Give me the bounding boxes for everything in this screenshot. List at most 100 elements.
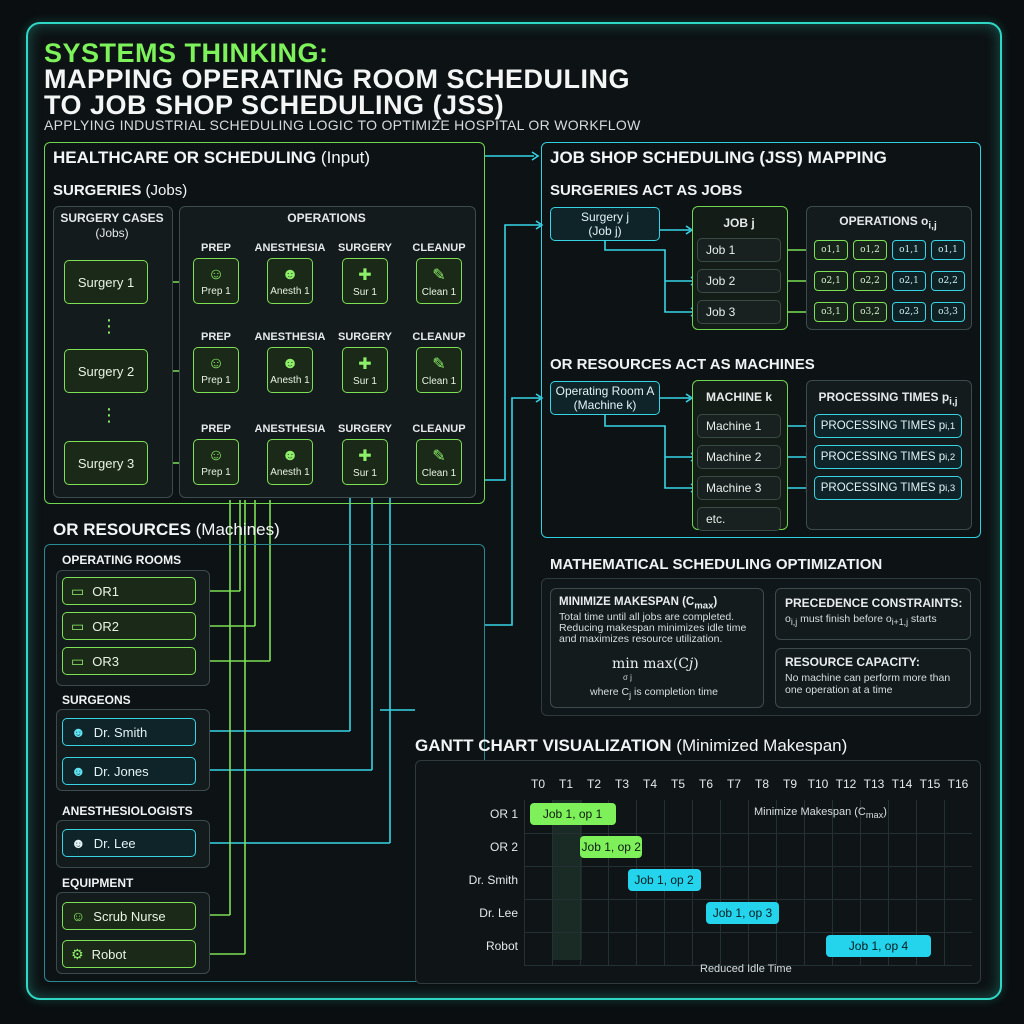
gantt-row-label: Dr. Lee	[479, 906, 518, 920]
surgery-case-2[interactable]: Surgery 2	[64, 349, 148, 393]
operation-tile[interactable]: ☻Anesth 1	[267, 258, 313, 304]
title-line-1: SYSTEMS THINKING:	[44, 38, 329, 68]
group-anesthesiologists: ANESTHESIOLOGISTS	[62, 804, 193, 818]
operation-cell[interactable]: o3,1	[814, 302, 848, 322]
gantt-tick: T7	[726, 777, 741, 791]
operation-tile[interactable]: ☺Prep 1	[193, 439, 239, 485]
gantt-tick: T10	[807, 777, 829, 791]
operation-cell[interactable]: o1,1	[892, 240, 926, 260]
bed-icon: ▭	[71, 652, 85, 669]
precedence-text: oi,j must finish before oi+1,j starts	[785, 613, 937, 628]
resource-robot[interactable]: ⚙Robot	[62, 940, 196, 968]
operation-cell[interactable]: o1,1	[931, 240, 965, 260]
operation-tile[interactable]: ✚Sur 1	[342, 258, 388, 304]
gantt-idle-label: Reduced Idle Time	[700, 963, 792, 975]
gantt-bar[interactable]: Job 1, op 2	[580, 836, 643, 858]
gantt-gridline	[916, 800, 917, 965]
machine-item[interactable]: Machine 3	[697, 476, 781, 500]
operation-cell[interactable]: o2,1	[814, 271, 848, 291]
anesthesia-icon: ☻	[281, 354, 299, 372]
operation-tile[interactable]: ☻Anesth 1	[267, 347, 313, 393]
group-surgeons: SURGEONS	[62, 693, 131, 707]
machine-item[interactable]: etc.	[697, 507, 781, 531]
gantt-bar[interactable]: Job 1, op 4	[826, 935, 931, 957]
subtitle: APPLYING INDUSTRIAL SCHEDULING LOGIC TO …	[44, 117, 641, 133]
gantt-gridline	[552, 800, 553, 965]
gantt-row-line	[524, 965, 972, 966]
gantt-tick: T2	[586, 777, 601, 791]
gantt-gridline	[944, 800, 945, 965]
operation-tile[interactable]: ✚Sur 1	[342, 439, 388, 485]
op-column-label: ANESTHESIA	[254, 242, 326, 254]
surgery-case-1[interactable]: Surgery 1	[64, 260, 148, 304]
gantt-tick: T9	[782, 777, 797, 791]
gantt-tick: T14	[891, 777, 913, 791]
title-line-2: MAPPING OPERATING ROOM SCHEDULING	[44, 64, 631, 94]
jss-mapping-panel	[541, 142, 981, 538]
resource-room[interactable]: ▭OR3	[62, 647, 196, 675]
makespan-title: MINIMIZE MAKESPAN (Cmax)	[559, 596, 718, 612]
robot-icon: ⚙	[71, 945, 84, 962]
idle-highlight	[552, 800, 582, 960]
resource-scrub-nurse[interactable]: ☺Scrub Nurse	[62, 902, 196, 930]
surgery-case-3[interactable]: Surgery 3	[64, 441, 148, 485]
job-item[interactable]: Job 1	[697, 238, 781, 262]
prep-icon: ☺	[207, 446, 225, 464]
gantt-tick: T13	[863, 777, 885, 791]
healthcare-panel	[44, 142, 485, 504]
operation-cell[interactable]: o1,2	[853, 240, 887, 260]
operation-cell[interactable]: o3,3	[931, 302, 965, 322]
gantt-row-label: Dr. Smith	[468, 873, 518, 887]
op-column-label: SURGERY	[338, 242, 392, 254]
operation-tile[interactable]: ✎Clean 1	[416, 258, 462, 304]
surgery-j-box[interactable]: Surgery j(Job j)	[550, 207, 660, 241]
resource-dr-lee[interactable]: ☻Dr. Lee	[62, 829, 196, 857]
operation-cell[interactable]: o2,2	[853, 271, 887, 291]
operation-cell[interactable]: o3,2	[853, 302, 887, 322]
bed-icon: ▭	[71, 582, 85, 599]
operation-tile[interactable]: ✎Clean 1	[416, 439, 462, 485]
resource-room[interactable]: ▭OR1	[62, 577, 196, 605]
job-item[interactable]: Job 2	[697, 269, 781, 293]
gantt-bar[interactable]: Job 1, op 2	[627, 869, 701, 891]
capacity-title: RESOURCE CAPACITY:	[785, 655, 920, 669]
resource-surgeon[interactable]: ☻Dr. Jones	[62, 757, 196, 785]
operating-room-a-box[interactable]: Operating Room A(Machine k)	[550, 381, 660, 415]
title-line-3: TO JOB SHOP SCHEDULING (JSS)	[44, 90, 505, 120]
operation-tile[interactable]: ☺Prep 1	[193, 347, 239, 393]
machine-item[interactable]: Machine 2	[697, 445, 781, 469]
operation-tile[interactable]: ☻Anesth 1	[267, 439, 313, 485]
nurse-icon: ☺	[71, 908, 86, 924]
gantt-tick: T8	[754, 777, 769, 791]
gantt-row-line	[524, 866, 972, 867]
operation-tile[interactable]: ☺Prep 1	[193, 258, 239, 304]
precedence-title: PRECEDENCE CONSTRAINTS:	[785, 596, 963, 610]
healthcare-header: HEALTHCARE OR SCHEDULING (Input)	[53, 148, 371, 167]
gantt-gridline	[888, 800, 889, 965]
arrow-head	[531, 151, 540, 161]
machines-section-title: OR RESOURCES ACT AS MACHINES	[550, 356, 815, 373]
job-item[interactable]: Job 3	[697, 300, 781, 324]
resource-room[interactable]: ▭OR2	[62, 612, 196, 640]
capacity-text: No machine can perform more than one ope…	[785, 672, 951, 696]
surgery-cases-title: SURGERY CASES	[60, 211, 164, 225]
gantt-gridline	[720, 800, 721, 965]
operation-cell[interactable]: o2,3	[892, 302, 926, 322]
operation-cell[interactable]: o1,1	[814, 240, 848, 260]
operation-tile[interactable]: ✚Sur 1	[342, 347, 388, 393]
formula-subscripts: σ j	[623, 673, 632, 682]
operation-tile[interactable]: ✎Clean 1	[416, 347, 462, 393]
operation-cell[interactable]: o2,1	[892, 271, 926, 291]
gantt-bar[interactable]: Job 1, op 1	[529, 803, 616, 825]
machine-item[interactable]: Machine 1	[697, 414, 781, 438]
arrow-head	[535, 393, 544, 403]
resource-surgeon[interactable]: ☻Dr. Smith	[62, 718, 196, 746]
makespan-text: Total time until all jobs are completed.…	[559, 611, 747, 645]
group-equipment: EQUIPMENT	[62, 876, 134, 890]
gantt-row-label: OR 2	[489, 840, 518, 854]
operation-cell[interactable]: o2,2	[931, 271, 965, 291]
gantt-bar[interactable]: Job 1, op 3	[706, 902, 779, 924]
